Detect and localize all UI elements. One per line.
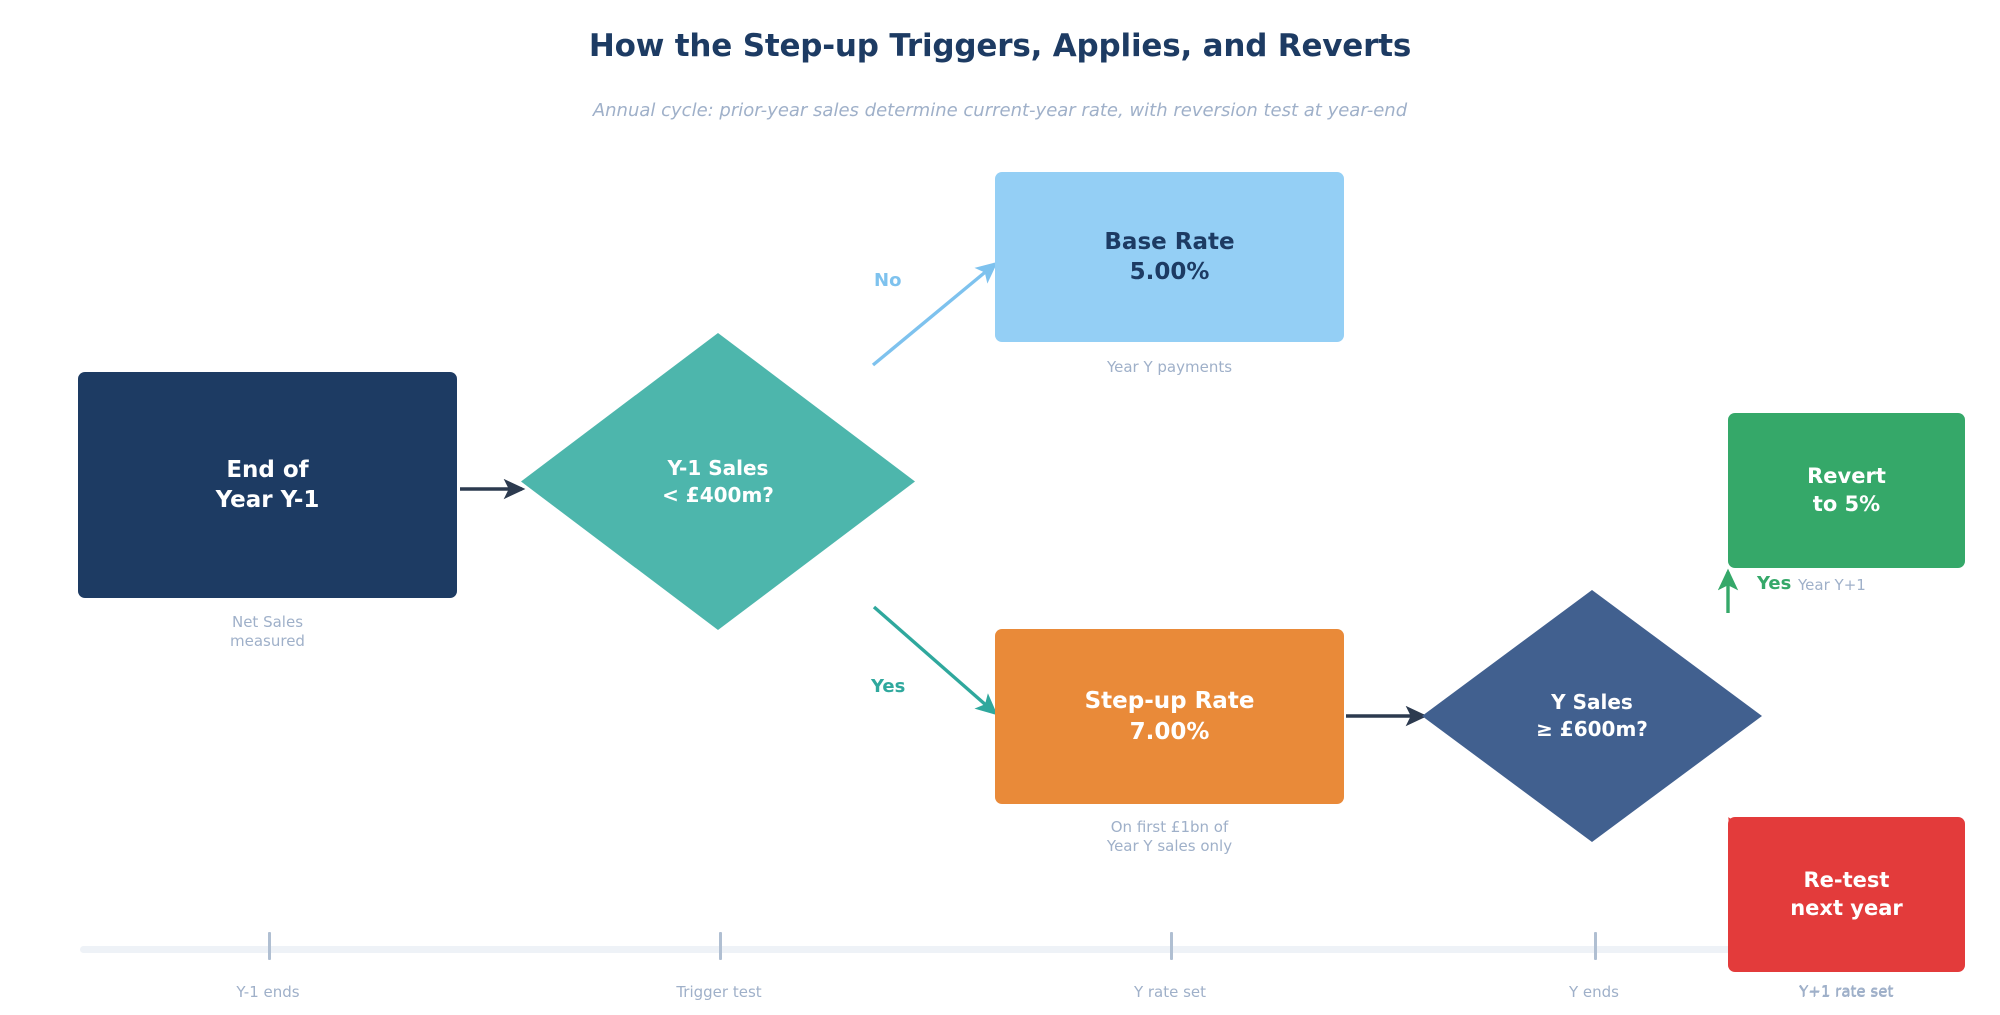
node-y-end-test[interactable]: Y Sales ≥ £600m? — [1422, 590, 1762, 842]
page-subtitle: Annual cycle: prior-year sales determine… — [592, 100, 1408, 121]
edge-label-yes-trigger: Yes — [871, 676, 906, 697]
edge-note-year-y-plus-1: Year Y+1 — [1798, 576, 1866, 594]
timeline-tick-label: Y ends — [1568, 983, 1620, 1001]
diamond-shape-trigger — [521, 333, 915, 630]
edge-trigger-no-to-base — [871, 261, 998, 367]
node-trigger-test[interactable]: Y-1 Sales < £400m? — [521, 333, 915, 630]
timeline-tick — [268, 932, 271, 960]
caption-retest: Y+1 rate set — [1799, 982, 1894, 1000]
node-revert-to-5[interactable]: Revert to 5% — [1728, 413, 1965, 568]
page-title: How the Step-up Triggers, Applies, and R… — [588, 28, 1412, 64]
timeline-tick-label: Trigger test — [676, 983, 762, 1001]
node-base-rate[interactable]: Base Rate 5.00% — [995, 172, 1344, 342]
diamond-shape-yend — [1422, 590, 1762, 842]
timeline-tick — [1594, 932, 1597, 960]
timeline-tick-label: Y+1 rate set — [1798, 983, 1894, 1001]
timeline-tick — [1170, 932, 1173, 960]
edge-trigger-yes-to-stepup — [872, 605, 998, 716]
node-stepup-rate[interactable]: Step-up Rate 7.00% — [995, 629, 1344, 804]
edge-label-yes-revert: Yes — [1757, 573, 1792, 594]
timeline-tick-label: Y rate set — [1133, 983, 1207, 1001]
caption-base-rate: Year Y payments — [1106, 358, 1233, 376]
node-retest-next-year[interactable]: Re-test next year — [1728, 817, 1965, 972]
caption-stepup-rate: On first £1bn of Year Y sales only — [1106, 818, 1233, 856]
timeline-tick-label: Y-1 ends — [236, 983, 300, 1001]
timeline-track — [80, 946, 1920, 953]
edge-label-no: No — [874, 270, 902, 291]
node-end-of-year-y1[interactable]: End of Year Y-1 — [78, 372, 457, 598]
timeline-tick — [719, 932, 722, 960]
caption-end-of-year-y1: Net Sales measured — [230, 613, 305, 651]
